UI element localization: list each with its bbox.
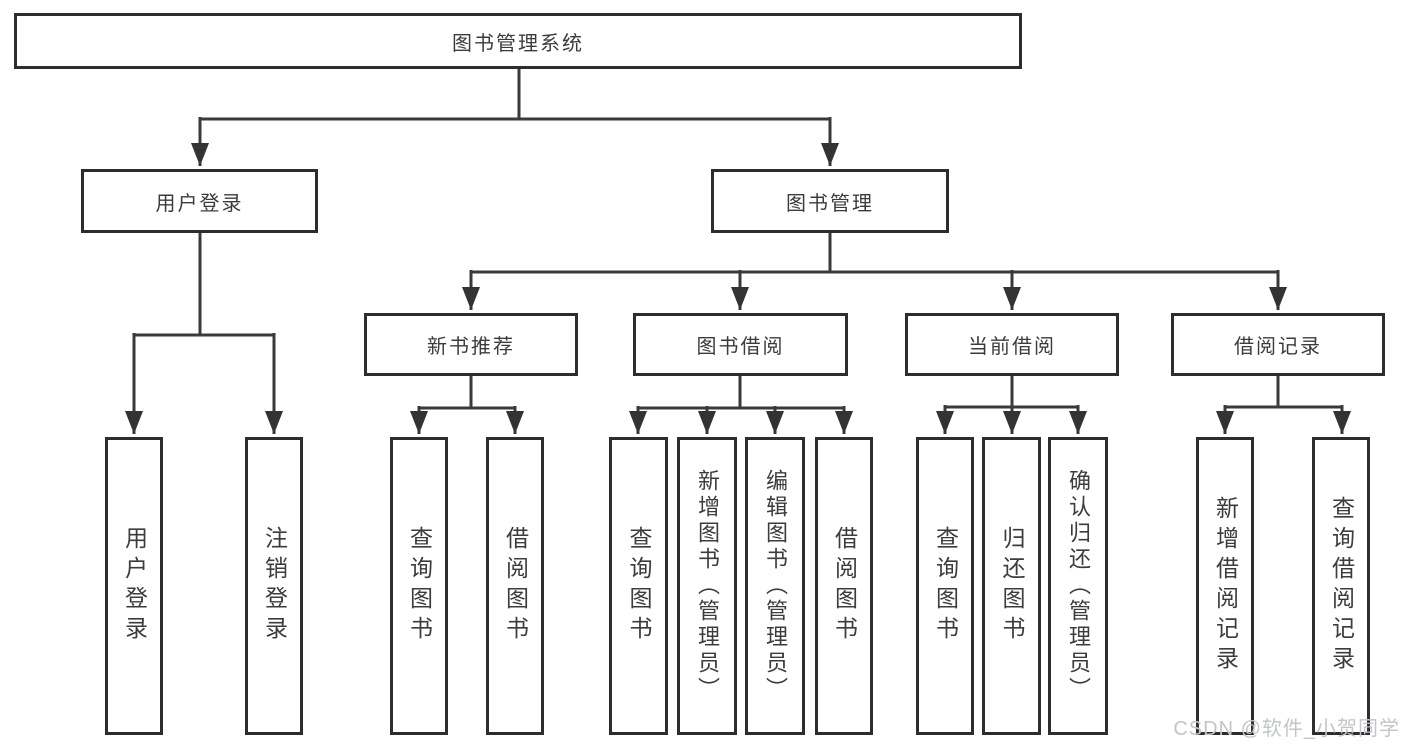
leaf-confirm-return-admin: 确认归还（管理员） <box>1048 437 1108 735</box>
node-label: 用户登录 <box>121 526 148 646</box>
node-book-management: 图书管理 <box>711 169 949 233</box>
connector-segment <box>471 233 1278 274</box>
connector-newbook-to-leaves <box>410 376 524 434</box>
node-label: 图书管理 <box>786 192 874 215</box>
node-library-management-system: 图书管理系统 <box>14 13 1022 69</box>
leaf-borrow-books: 借阅图书 <box>486 437 544 735</box>
leaf-query-books: 查询图书 <box>390 437 448 735</box>
connector-currentborrow-to-leaves <box>936 376 1087 434</box>
node-label: 当前借阅 <box>968 336 1056 358</box>
leaf-query-books: 查询图书 <box>916 437 974 735</box>
node-label: 注销登录 <box>261 526 288 646</box>
connector-bookmgmt-to-groups <box>462 233 1287 310</box>
node-label: 借阅图书 <box>831 526 858 646</box>
node-label: 图书借阅 <box>696 336 785 358</box>
leaf-query-books: 查询图书 <box>609 437 668 735</box>
connector-bookborrow-to-leaves <box>629 376 853 434</box>
connector-root-to-level2 <box>191 67 839 166</box>
node-label: 图书管理系统 <box>452 32 584 55</box>
connector-segment <box>1225 376 1342 409</box>
connector-segment <box>134 233 274 337</box>
node-label: 确认归还（管理员） <box>1066 469 1091 703</box>
connector-segment <box>638 376 844 410</box>
node-label: 新增图书（管理员） <box>695 469 720 703</box>
leaf-query-borrow-record: 查询借阅记录 <box>1312 437 1370 735</box>
node-label: 查询借阅记录 <box>1328 496 1355 676</box>
csdn-watermark: CSDN @软件_小贺同学 <box>1173 718 1400 740</box>
leaf-return-books: 归还图书 <box>982 437 1041 735</box>
node-label: 借阅图书 <box>502 526 529 646</box>
leaf-user-login: 用户登录 <box>105 437 163 735</box>
leaf-add-borrow-record: 新增借阅记录 <box>1196 437 1254 735</box>
node-borrowing-records: 借阅记录 <box>1171 313 1385 376</box>
connector-segment <box>419 376 515 410</box>
node-label: 新书推荐 <box>427 336 515 358</box>
leaf-logout: 注销登录 <box>245 437 303 735</box>
node-label: 查询图书 <box>932 526 959 646</box>
leaf-borrow-books: 借阅图书 <box>815 437 873 735</box>
node-current-borrowing: 当前借阅 <box>905 313 1119 376</box>
node-new-book-recommendation: 新书推荐 <box>364 313 578 376</box>
node-label: 借阅记录 <box>1234 336 1322 358</box>
connector-segment <box>200 67 830 121</box>
connector-userlogin-to-leaves <box>125 233 283 434</box>
leaf-edit-books-admin: 编辑图书（管理员） <box>745 437 805 735</box>
node-label: 查询图书 <box>626 526 652 646</box>
node-label: 归还图书 <box>999 526 1025 646</box>
node-user-login: 用户登录 <box>81 169 318 233</box>
leaf-add-books-admin: 新增图书（管理员） <box>677 437 737 735</box>
node-label: 用户登录 <box>155 192 244 215</box>
connector-borrowrecords-to-leaves <box>1216 376 1351 434</box>
node-book-borrowing: 图书借阅 <box>633 313 848 376</box>
node-label: 新增借阅记录 <box>1212 496 1239 676</box>
connector-segment <box>945 376 1078 409</box>
node-label: 编辑图书（管理员） <box>763 469 788 703</box>
node-label: 查询图书 <box>406 526 433 646</box>
